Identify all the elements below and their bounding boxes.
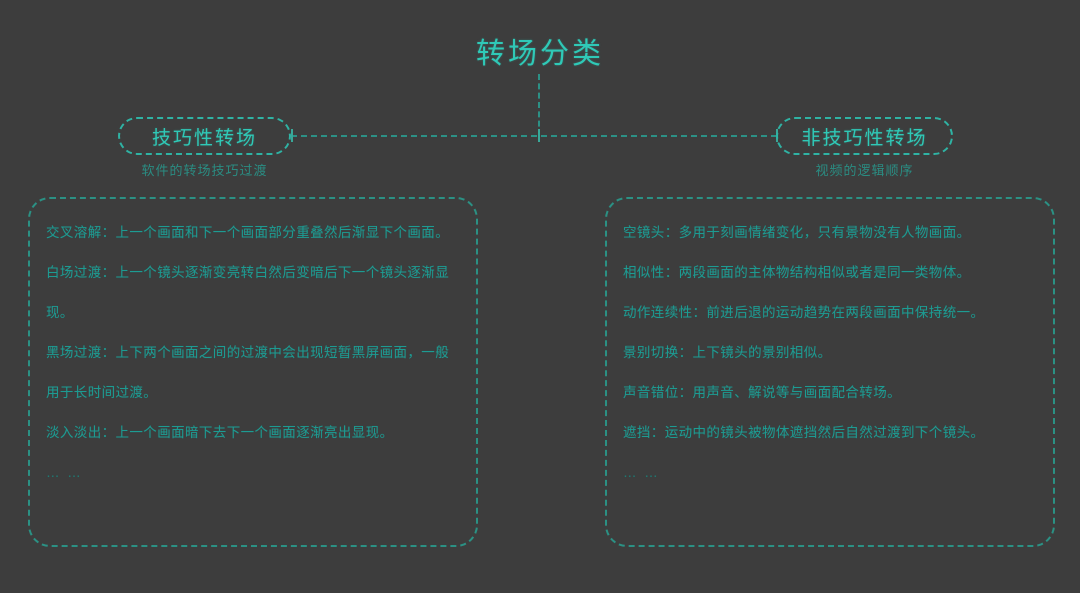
entry-item: 遮挡：运动中的镜头被物体遮挡然后自然过渡到下个镜头。 xyxy=(623,425,985,440)
branch-subtitle-non-technical: 视频的逻辑顺序 xyxy=(815,163,914,178)
entry-list-non-technical: 空镜头：多用于刻画情绪变化，只有景物没有人物画面。相似性：两段画面的主体物结构相… xyxy=(607,199,1053,493)
connector-horizontal-bar xyxy=(291,135,777,137)
entry-item: 淡入淡出：上一个画面暗下去下一个画面逐渐亮出显现。 xyxy=(46,425,394,440)
branch-node-technical-label: 技巧性转场 xyxy=(151,127,257,149)
page-title: 转场分类 xyxy=(475,38,604,70)
entry-item: … … xyxy=(623,465,660,480)
connector-tick-center xyxy=(538,129,540,142)
entry-list-technical: 交叉溶解：上一个画面和下一个画面部分重叠然后渐显下个画面。白场过渡：上一个镜头逐… xyxy=(30,199,476,493)
entry-item: 空镜头：多用于刻画情绪变化，只有景物没有人物画面。 xyxy=(623,225,971,240)
entry-item: 黑场过渡：上下两个画面之间的过渡中会出现短暂黑屏画面，一般用于长时间过渡。 xyxy=(46,345,450,400)
branch-node-technical[interactable]: 技巧性转场 xyxy=(118,117,291,155)
entry-item: … … xyxy=(46,465,83,480)
branch-node-non-technical-label: 非技巧性转场 xyxy=(801,127,928,149)
entry-item: 相似性：两段画面的主体物结构相似或者是同一类物体。 xyxy=(623,265,971,280)
content-box-non-technical: 空镜头：多用于刻画情绪变化，只有景物没有人物画面。相似性：两段画面的主体物结构相… xyxy=(605,197,1055,547)
entry-item: 动作连续性：前进后退的运动趋势在两段画面中保持统一。 xyxy=(623,305,985,320)
connector-vertical-stem xyxy=(538,74,540,136)
branch-node-non-technical[interactable]: 非技巧性转场 xyxy=(776,117,953,155)
connector-tick-left xyxy=(291,129,293,142)
branch-subtitle-technical: 软件的转场技巧过渡 xyxy=(141,163,268,178)
entry-item: 景别切换：上下镜头的景别相似。 xyxy=(623,345,832,360)
entry-item: 交叉溶解：上一个画面和下一个画面部分重叠然后渐显下个画面。 xyxy=(46,225,450,240)
entry-item: 白场过渡：上一个镜头逐渐变亮转白然后变暗后下一个镜头逐渐显现。 xyxy=(46,265,450,320)
entry-item: 声音错位：用声音、解说等与画面配合转场。 xyxy=(623,385,901,400)
content-box-technical: 交叉溶解：上一个画面和下一个画面部分重叠然后渐显下个画面。白场过渡：上一个镜头逐… xyxy=(28,197,478,547)
